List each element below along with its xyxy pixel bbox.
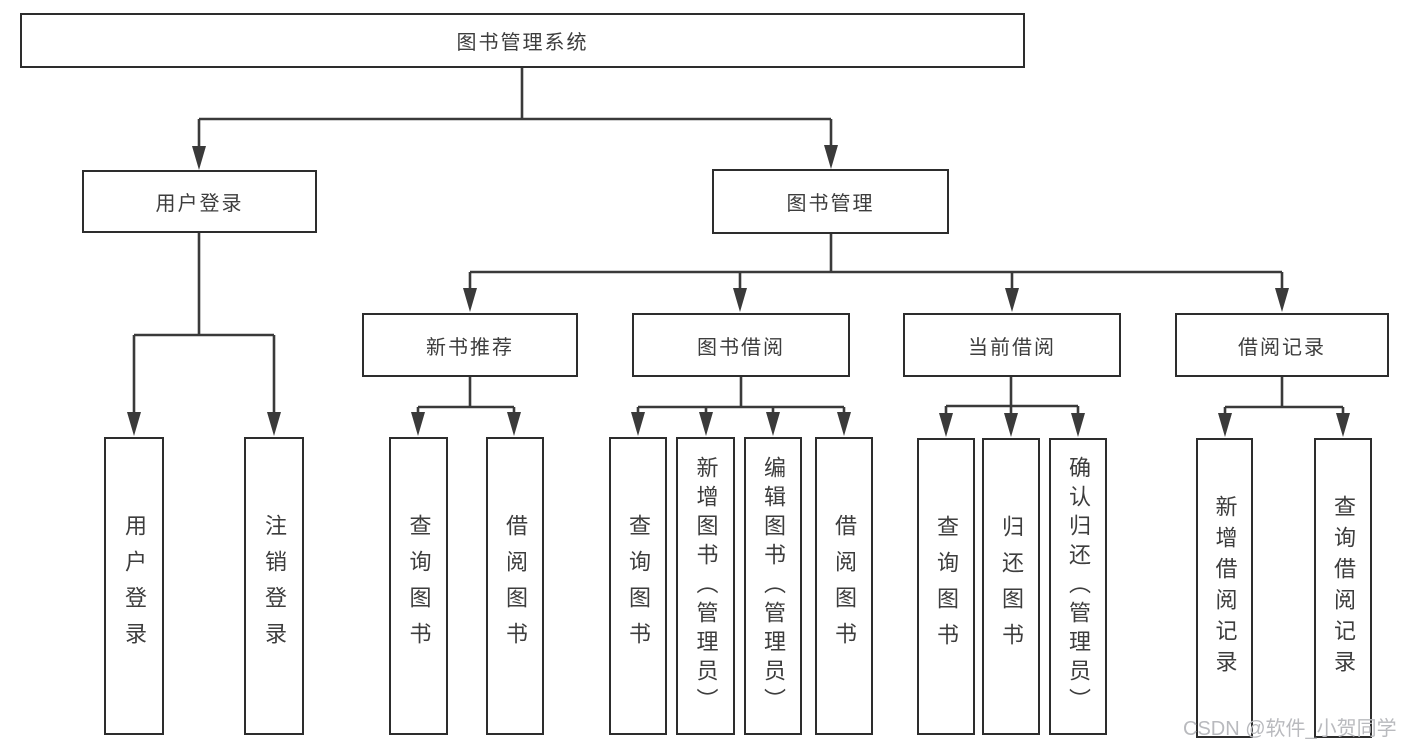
connector-book-mgmt-children: [468, 234, 1284, 292]
leaf-query-books-borrow: 查询图书: [609, 437, 667, 735]
arrow-leaf-user-login: [127, 412, 141, 436]
connector-user-login-children: [132, 233, 276, 416]
leaf-add-book-admin-label: 新增图书（管理员）: [693, 455, 719, 717]
node-book-borrow-label: 图书借阅: [697, 336, 785, 359]
connector-new-book-children: [416, 377, 516, 416]
leaf-add-borrow-record: 新增借阅记录: [1196, 438, 1253, 738]
leaf-confirm-return-admin: 确认归还（管理员）: [1049, 438, 1107, 735]
leaf-query-books-current: 查询图书: [917, 438, 975, 735]
leaf-user-login-label: 用户登录: [122, 514, 147, 658]
leaf-query-borrow-record: 查询借阅记录: [1314, 438, 1372, 738]
leaf-edit-book-admin: 编辑图书（管理员）: [744, 437, 802, 735]
leaf-logout-label: 注销登录: [262, 514, 287, 658]
node-current-borrow-label: 当前借阅: [968, 336, 1056, 359]
arrow-leaf-logout: [267, 412, 281, 436]
leaf-add-borrow-record-label: 新增借阅记录: [1212, 495, 1238, 681]
arrow-leaf-return-book: [1004, 413, 1018, 437]
node-book-borrow: 图书借阅: [632, 313, 850, 377]
node-borrow-records: 借阅记录: [1175, 313, 1389, 377]
node-borrow-records-label: 借阅记录: [1238, 336, 1326, 359]
arrow-leaf-query-current: [939, 413, 953, 437]
connector-borrow-children: [636, 377, 846, 416]
arrow-leaf-borrow-new: [507, 412, 521, 436]
arrow-leaf-query-new: [411, 412, 425, 436]
leaf-query-books-new-label: 查询图书: [406, 514, 432, 658]
node-new-book-recommend: 新书推荐: [362, 313, 578, 377]
arrow-leaf-add-book: [699, 412, 713, 436]
connector-root-to-level2: [197, 68, 833, 150]
leaf-return-book: 归还图书: [982, 438, 1040, 735]
leaf-borrow-books-new: 借阅图书: [486, 437, 544, 735]
connector-current-children: [944, 377, 1080, 417]
node-user-login-label: 用户登录: [155, 193, 244, 215]
node-library-system: 图书管理系统: [20, 13, 1025, 68]
node-new-book-recommend-label: 新书推荐: [426, 336, 514, 359]
leaf-return-book-label: 归还图书: [999, 514, 1024, 659]
leaf-query-borrow-record-label: 查询借阅记录: [1331, 495, 1356, 681]
csdn-watermark: CSDN @软件_小贺同学: [1183, 718, 1397, 740]
leaf-logout: 注销登录: [244, 437, 304, 735]
leaf-confirm-return-admin-label: 确认归还（管理员）: [1066, 456, 1091, 717]
node-book-management: 图书管理: [712, 169, 949, 234]
node-current-borrow: 当前借阅: [903, 313, 1121, 377]
arrow-leaf-borrow-book: [837, 412, 851, 436]
arrow-current-borrow: [1005, 288, 1019, 312]
arrow-book-mgmt: [824, 145, 838, 169]
leaf-borrow-book-label: 借阅图书: [832, 514, 857, 658]
arrow-new-book: [463, 288, 477, 312]
arrow-leaf-query-borrow: [631, 412, 645, 436]
arrow-borrow-record: [1275, 288, 1289, 312]
leaf-user-login: 用户登录: [104, 437, 164, 735]
arrow-book-borrow: [733, 288, 747, 312]
leaf-query-books-current-label: 查询图书: [934, 514, 959, 659]
arrow-user-login: [192, 146, 206, 170]
leaf-add-book-admin: 新增图书（管理员）: [676, 437, 735, 735]
connector-record-children: [1223, 377, 1345, 417]
node-book-management-label: 图书管理: [786, 193, 875, 215]
arrow-leaf-query-record: [1336, 413, 1350, 437]
leaf-edit-book-admin-label: 编辑图书（管理员）: [761, 455, 786, 717]
arrow-leaf-add-record: [1218, 413, 1232, 437]
arrow-leaf-edit-book: [766, 412, 780, 436]
arrow-leaf-confirm-return: [1071, 413, 1085, 437]
node-library-system-label: 图书管理系统: [456, 32, 589, 54]
leaf-query-books-new: 查询图书: [389, 437, 448, 735]
leaf-borrow-book: 借阅图书: [815, 437, 873, 735]
leaf-borrow-books-new-label: 借阅图书: [503, 514, 528, 658]
node-user-login: 用户登录: [82, 170, 317, 233]
leaf-query-books-borrow-label: 查询图书: [626, 514, 651, 658]
